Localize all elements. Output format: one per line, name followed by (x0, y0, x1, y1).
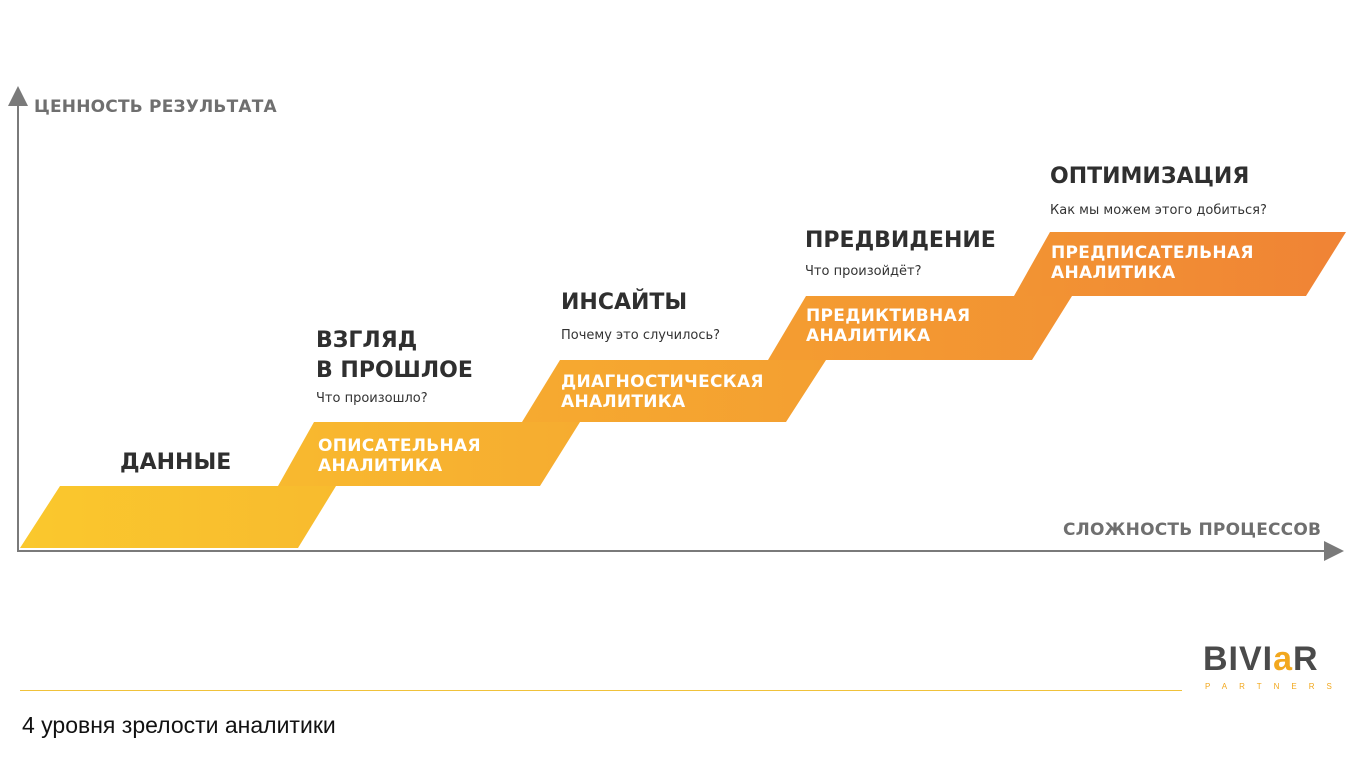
stage-title-line: ДАННЫЕ (120, 450, 232, 475)
stage-question-foresight: Что произойдёт? (805, 264, 922, 279)
stage-title-line: В ПРОШЛОЕ (316, 358, 473, 383)
stage-title-line: ИНСАЙТЫ (561, 290, 688, 315)
slide-caption: 4 уровня зрелости аналитики (22, 712, 336, 738)
y-axis-label: ЦЕННОСТЬ РЕЗУЛЬТАТА (34, 97, 277, 117)
stage-label-predictive: ПРЕДИКТИВНАЯ АНАЛИТИКА (806, 306, 970, 346)
stage-label-descriptive: ОПИСАТЕЛЬНАЯ АНАЛИТИКА (318, 436, 481, 476)
logo-accent-letter: a (1273, 640, 1294, 678)
stage-title-optimization: ОПТИМИЗАЦИЯ (1050, 162, 1249, 192)
stage-label-line: АНАЛИТИКА (561, 392, 686, 412)
x-axis-label: СЛОЖНОСТЬ ПРОЦЕССОВ (1063, 520, 1322, 540)
stage-shelf-predictive (768, 296, 1072, 360)
stage-label-line: АНАЛИТИКА (318, 456, 443, 476)
stage-question-optimization: Как мы можем этого добиться? (1050, 203, 1267, 218)
stage-title-line: ОПТИМИЗАЦИЯ (1050, 164, 1250, 189)
stage-label-line: ПРЕДИКТИВНАЯ (806, 306, 971, 326)
stage-title-line: ПРЕДВИДЕНИЕ (805, 228, 996, 253)
stage-label-line: ДИАГНОСТИЧЕСКАЯ (561, 372, 764, 392)
stage-label-line: ОПИСАТЕЛЬНАЯ (318, 436, 481, 456)
stage-shelf-prescriptive (1014, 232, 1346, 296)
stage-question-insights: Почему это случилось? (561, 328, 721, 343)
stage-shelf-diagnostic (522, 360, 826, 422)
stage-title-line: ВЗГЛЯД (316, 328, 418, 353)
stage-title-foresight: ПРЕДВИДЕНИЕ (805, 226, 996, 256)
biviar-logo: BIVIaR PARTNERS (1203, 640, 1355, 700)
stage-label-line: АНАЛИТИКА (1051, 263, 1176, 283)
stage-question-hindsight: Что произошло? (316, 391, 428, 406)
stage-title-insights: ИНСАЙТЫ (561, 288, 687, 318)
stage-label-diagnostic: ДИАГНОСТИЧЕСКАЯ АНАЛИТИКА (561, 372, 764, 412)
logo-text-part: R (1293, 640, 1319, 678)
logo-text-part: BIVI (1203, 640, 1274, 678)
stage-title-hindsight: ВЗГЛЯД В ПРОШЛОЕ (316, 326, 473, 386)
stage-shelf-data (20, 486, 336, 548)
footer-divider (20, 690, 1182, 691)
stage-label-line: АНАЛИТИКА (806, 326, 931, 346)
stage-title-data: ДАННЫЕ (120, 448, 231, 478)
logo-wordmark: BIVIaR (1203, 640, 1319, 679)
stage-label-prescriptive: ПРЕДПИСАТЕЛЬНАЯ АНАЛИТИКА (1051, 243, 1254, 283)
stage-label-line: ПРЕДПИСАТЕЛЬНАЯ (1051, 243, 1254, 263)
stage-shelf-descriptive (278, 422, 580, 486)
logo-subtitle: PARTNERS (1205, 682, 1344, 691)
